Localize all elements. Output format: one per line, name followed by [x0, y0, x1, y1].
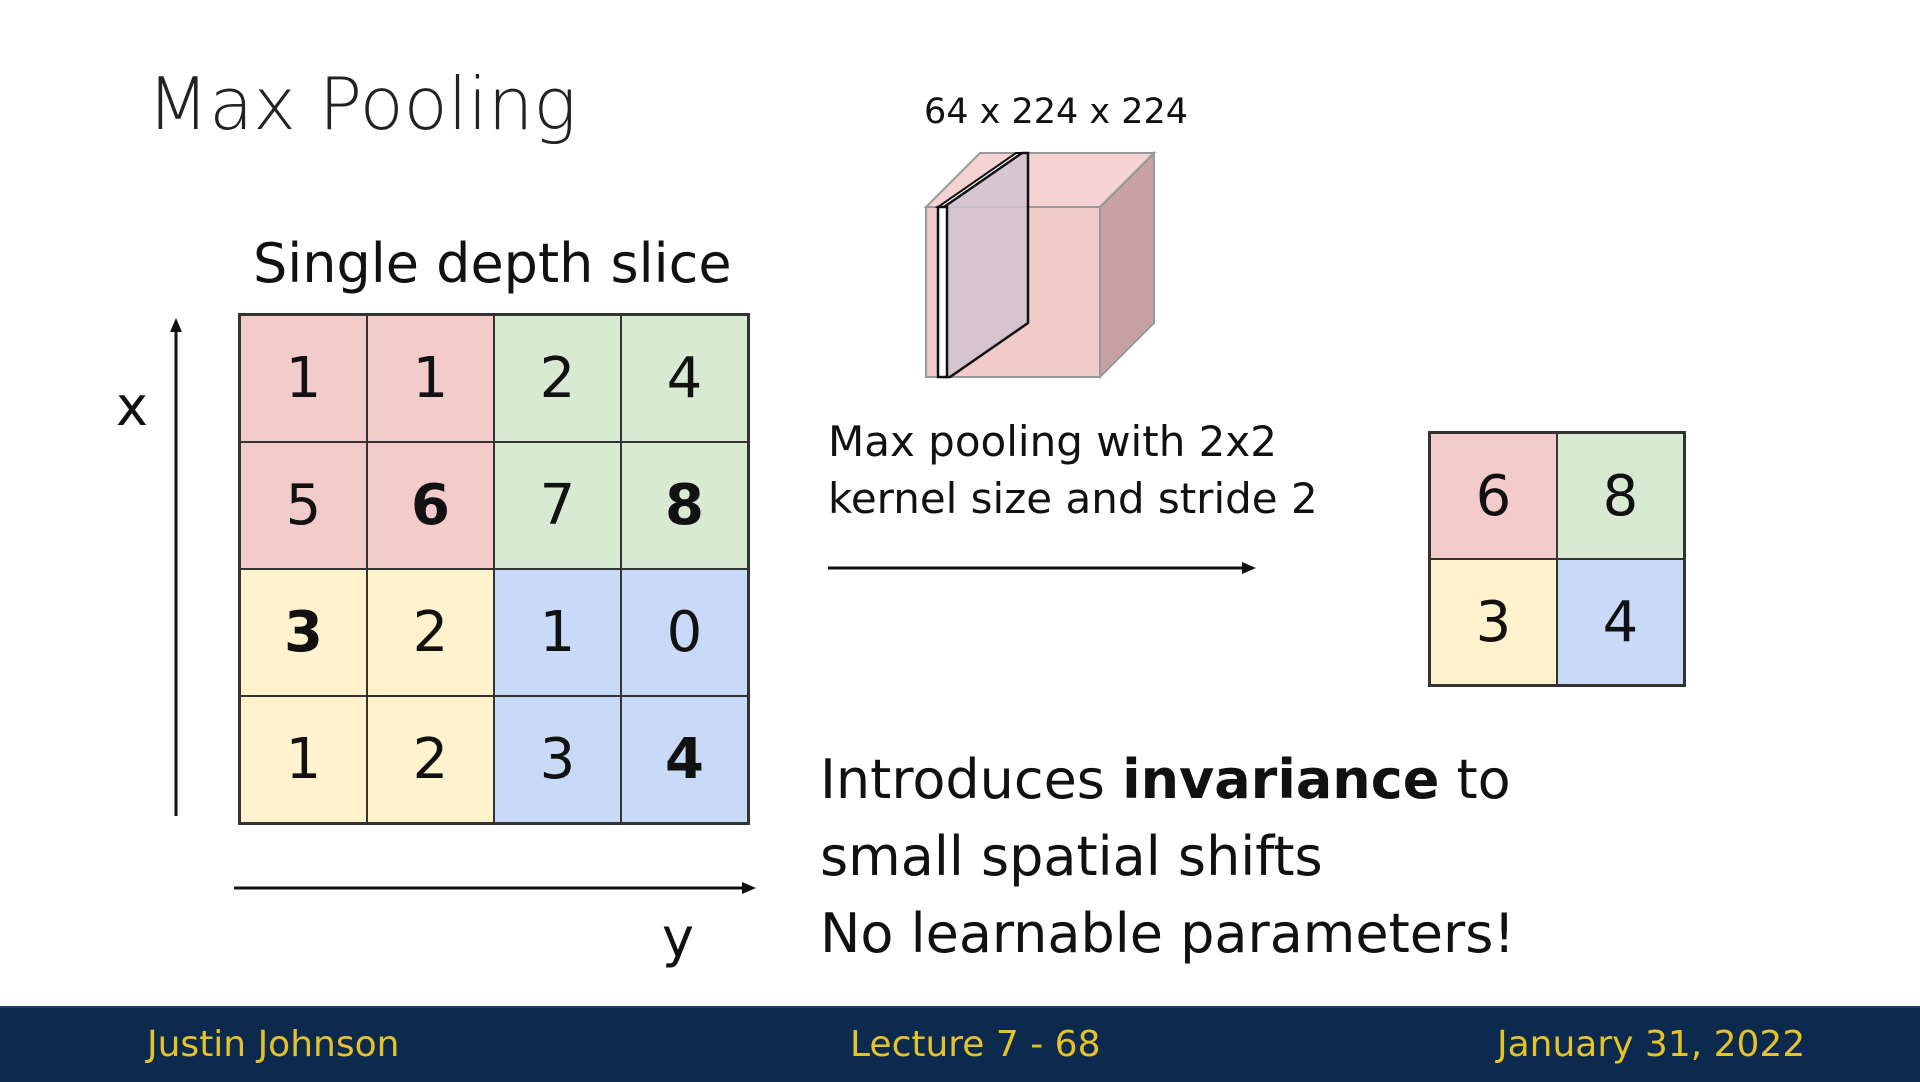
input-grid-cell: 5	[240, 442, 367, 569]
footer-lecture: Lecture 7 - 68	[850, 1024, 1101, 1065]
note-invariance-keyword: invariance	[1122, 748, 1440, 811]
output-grid-cell: 4	[1557, 559, 1684, 685]
y-axis-label: y	[662, 906, 694, 969]
input-grid-cell: 2	[367, 569, 494, 696]
input-grid-cell: 8	[621, 442, 748, 569]
input-grid-cell: 3	[240, 569, 367, 696]
note-invariance: Introduces invariance to	[820, 741, 1515, 818]
slide-title: Max Pooling	[147, 62, 577, 146]
input-grid-cell: 4	[621, 315, 748, 442]
notes-block: Introduces invariance to small spatial s…	[820, 741, 1515, 972]
note-invariance-pre: Introduces	[820, 748, 1123, 811]
input-grid-cell: 1	[494, 569, 621, 696]
output-grid-cell: 6	[1430, 433, 1557, 559]
input-grid-cell: 1	[367, 315, 494, 442]
footer-bar: Justin Johnson Lecture 7 - 68 January 31…	[0, 1006, 1920, 1082]
footer-date: January 31, 2022	[1497, 1024, 1806, 1065]
footer-author: Justin Johnson	[147, 1024, 400, 1065]
y-axis-arrow	[234, 882, 756, 894]
volume-dimensions-label: 64 x 224 x 224	[924, 92, 1189, 132]
note-spatial-shifts: small spatial shifts	[820, 825, 1323, 888]
input-grid-cell: 1	[240, 696, 367, 823]
operation-caption: Max pooling with 2x2 kernel size and str…	[828, 413, 1318, 527]
operation-caption-line1: Max pooling with 2x2	[828, 417, 1277, 466]
input-grid-cell: 2	[367, 696, 494, 823]
input-grid-cell: 6	[367, 442, 494, 569]
input-grid-cell: 3	[494, 696, 621, 823]
x-axis-label: x	[116, 375, 148, 438]
output-grid-cell: 3	[1430, 559, 1557, 685]
activation-volume-cube	[923, 150, 1157, 380]
input-grid-cell: 4	[621, 696, 748, 823]
operation-caption-line2: kernel size and stride 2	[828, 474, 1318, 523]
x-axis-arrow	[170, 318, 182, 816]
input-grid-cell: 1	[240, 315, 367, 442]
depth-slice-edge	[936, 205, 949, 379]
input-grid-label: Single depth slice	[253, 232, 732, 295]
note-invariance-post: to	[1439, 748, 1511, 811]
input-grid-cell: 0	[621, 569, 748, 696]
pooling-arrow	[828, 562, 1256, 574]
output-grid-cell: 8	[1557, 433, 1684, 559]
input-grid-cell: 2	[494, 315, 621, 442]
note-no-parameters: No learnable parameters!	[820, 902, 1516, 965]
input-grid-cell: 7	[494, 442, 621, 569]
